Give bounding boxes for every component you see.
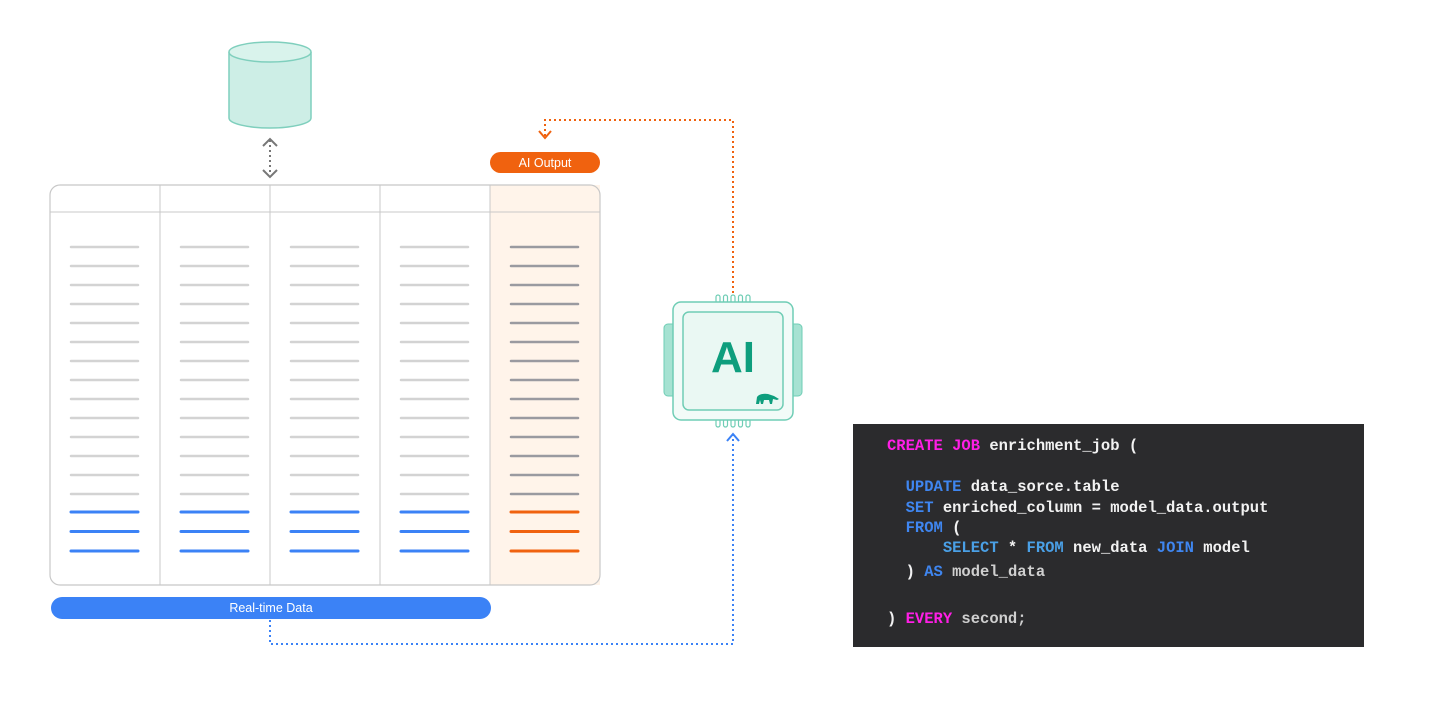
output-column-bg	[490, 185, 600, 585]
ai-chip-icon: AI	[663, 294, 803, 428]
realtime-data-label: Real-time Data	[229, 601, 312, 615]
code-keyword: FROM	[905, 519, 943, 537]
bear-logo-icon	[756, 393, 779, 404]
code-text: )	[887, 610, 906, 628]
code-keyword: AS	[924, 563, 943, 581]
code-line: CREATE JOB enrichment_job (	[887, 437, 1138, 455]
code-text	[887, 478, 906, 496]
code-text	[887, 519, 906, 537]
code-text: enriched_column = model_data.output	[933, 499, 1269, 517]
code-keyword: FROM	[1026, 539, 1064, 557]
ai-output-label: AI Output	[519, 156, 572, 170]
code-text: enrichment_job (	[980, 437, 1139, 455]
code-keyword: CREATE JOB	[887, 437, 981, 455]
code-text: new_data	[1063, 539, 1157, 557]
code-text	[887, 539, 943, 557]
realtime-data-badge	[51, 597, 491, 619]
ai-chip-label: AI	[711, 333, 755, 382]
code-keyword: SET	[905, 499, 934, 517]
code-text: *	[998, 539, 1027, 557]
code-keyword: JOIN	[1156, 539, 1194, 557]
ai-output-badge	[490, 152, 600, 173]
code-line: UPDATE data_sorce.table	[887, 478, 1120, 496]
code-line: SELECT * FROM new_data JOIN model	[887, 539, 1250, 557]
code-text: model	[1193, 539, 1250, 557]
code-text: model_data	[942, 563, 1046, 581]
database-icon	[228, 41, 312, 129]
code-line: FROM (	[887, 519, 962, 537]
code-text: )	[887, 563, 925, 581]
code-text: (	[942, 519, 962, 537]
code-text: data_sorce.table	[961, 478, 1120, 496]
code-keyword: UPDATE	[905, 478, 962, 496]
code-text: second;	[952, 610, 1027, 628]
code-line: SET enriched_column = model_data.output	[887, 499, 1269, 517]
code-line: ) EVERY second;	[887, 610, 1027, 628]
code-panel: CREATE JOB enrichment_job ( UPDATE data_…	[853, 424, 1364, 647]
bidirectional-arrow	[262, 137, 278, 179]
output-flow-arrow	[544, 119, 734, 293]
code-text	[887, 499, 906, 517]
code-line: ) AS model_data	[887, 563, 1046, 581]
code-keyword: SELECT	[942, 539, 999, 557]
data-table	[49, 184, 601, 586]
input-flow-arrow	[269, 435, 734, 645]
code-keyword: EVERY	[905, 610, 953, 628]
